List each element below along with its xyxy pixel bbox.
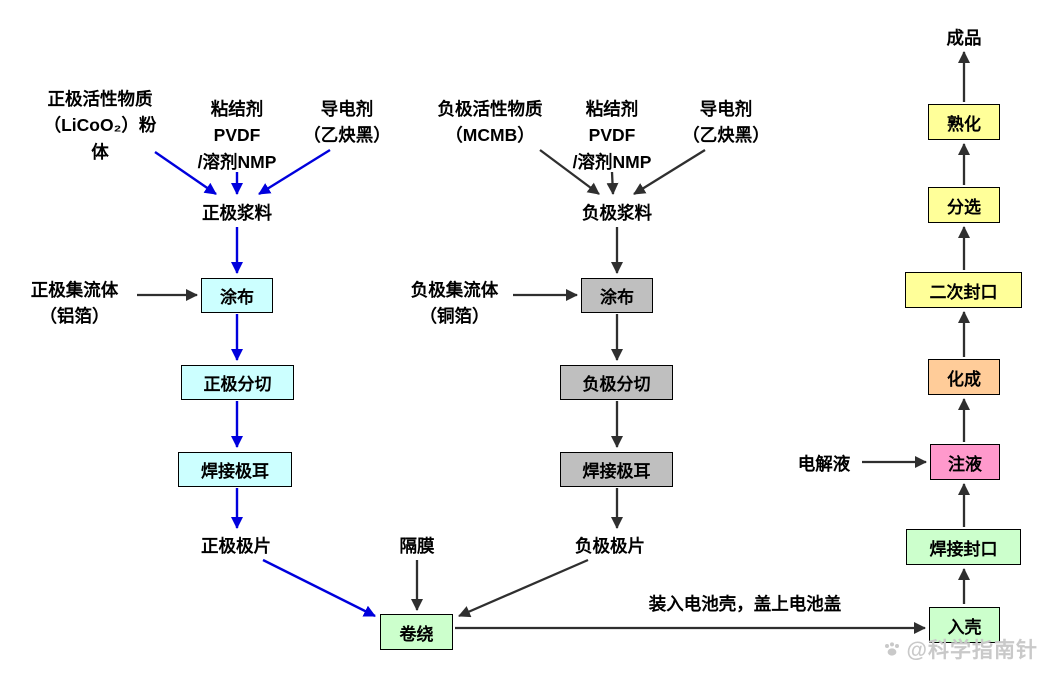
arrow-neg-conductive-to-slurry <box>633 149 706 195</box>
label-finished-product: 成品 <box>946 28 982 48</box>
node-seal-welding: 焊接封口 <box>906 529 1021 565</box>
node-negative-coating: 涂布 <box>581 278 653 313</box>
node-positive-tab-welding: 焊接极耳 <box>178 452 292 487</box>
label-negative-conductive: 导电剂 （乙炔黑） <box>682 99 770 146</box>
node-positive-coating: 涂布 <box>201 278 273 313</box>
label-negative-active-material: 负极活性物质 （MCMB） <box>437 99 543 146</box>
label-negative-slurry: 负极浆料 <box>582 203 652 223</box>
paw-icon <box>884 642 899 656</box>
node-second-seal: 二次封口 <box>905 272 1022 308</box>
default-flow-arrows <box>137 51 970 634</box>
arrow-pos-active-to-slurry <box>154 151 217 195</box>
label-positive-collector: 正极集流体 （铝箔） <box>30 280 119 327</box>
label-negative-binder: 粘结剂 PVDF /溶剂NMP <box>572 99 652 172</box>
node-positive-slitting: 正极分切 <box>181 365 294 400</box>
label-positive-binder: 粘结剂 PVDF /溶剂NMP <box>197 99 277 172</box>
label-positive-slurry: 正极浆料 <box>202 203 272 223</box>
node-winding: 卷绕 <box>380 614 453 650</box>
node-negative-slitting: 负极分切 <box>560 365 673 400</box>
arrow-neg-active-to-slurry <box>539 149 600 195</box>
arrow-neg-binder-to-slurry <box>606 171 619 195</box>
node-into-case: 入壳 <box>929 607 1000 643</box>
positive-branch-arrows <box>154 148 376 618</box>
label-positive-conductive: 导电剂 （乙炔黑） <box>303 99 391 146</box>
label-separator: 隔膜 <box>399 536 435 556</box>
node-sorting: 分选 <box>928 187 1000 223</box>
label-case-instruction: 装入电池壳，盖上电池盖 <box>648 594 842 614</box>
arrow-neg-sheet-to-winding <box>458 558 589 618</box>
watermark: @科学指南针 <box>882 634 1038 664</box>
node-negative-tab-welding: 焊接极耳 <box>560 452 673 487</box>
node-aging: 熟化 <box>928 104 1000 140</box>
watermark-text: @科学指南针 <box>906 639 1038 662</box>
label-negative-collector: 负极集流体 （铜箔） <box>410 280 499 327</box>
arrow-pos-sheet-to-winding <box>262 558 376 618</box>
arrow-pos-conductive-to-slurry <box>258 148 331 196</box>
node-formation: 化成 <box>928 359 1000 395</box>
label-positive-active-material: 正极活性物质 （LiCoO₂）粉 体 <box>43 89 157 162</box>
label-electrolyte: 电解液 <box>797 454 851 474</box>
label-positive-electrode-sheet: 正极极片 <box>201 536 271 556</box>
label-negative-electrode-sheet: 负极极片 <box>575 536 645 556</box>
node-injection: 注液 <box>930 444 1000 480</box>
